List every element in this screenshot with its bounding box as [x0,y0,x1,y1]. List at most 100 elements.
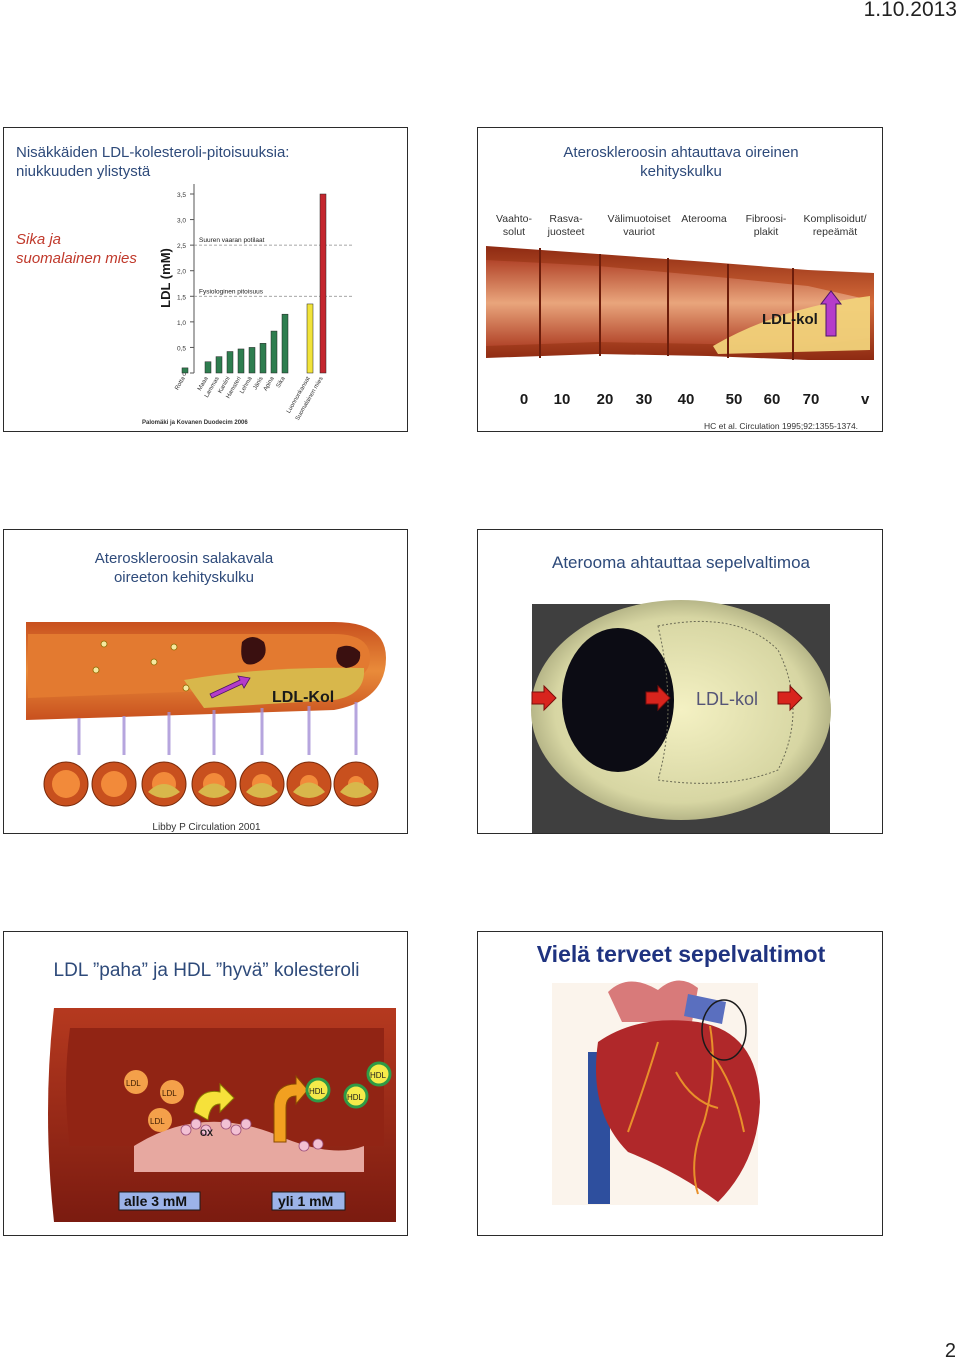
y-tick-label: 3,5 [177,192,186,199]
stage-label: Aterooma [672,213,736,226]
hdl-particles: HDL HDL HDL [305,1061,392,1109]
category-label: Apina [263,375,276,392]
stage-label-line1: Rasva- [549,213,583,225]
y-axis-ticks: 00,51,01,52,02,53,03,5 [177,192,194,378]
orange-arrow-icon [273,1074,309,1143]
bar [306,303,314,374]
stage-label-line2: repeämät [812,225,858,238]
y-tick-label: 1,0 [177,320,186,327]
coronary-cross-section-photo: LDL-kol [531,600,831,833]
slide3-source: Libby P Circulation 2001 [152,822,261,833]
y-tick-label: 0,5 [177,345,186,352]
y-tick-label: 1,5 [177,294,186,301]
stage-label-line1: Komplisoidut/ [803,213,867,225]
ldl-tag-3: LDL [150,1117,165,1126]
slide3-title-line1: Ateroskleroosin salakavala [94,550,274,567]
cross-section-plaque [198,783,230,798]
stage-label: Fibroosi-plakit [734,213,798,238]
slide3-title: Ateroskleroosin salakavala oireeton kehi… [4,550,364,588]
age-label: 50 [726,391,743,408]
plaque-outline [657,621,794,784]
stage-label-line2: plakit [753,225,779,238]
right-value-box [271,1191,346,1211]
ldl-arrow-icon [209,675,251,699]
bar [181,367,189,374]
slide2-title: Ateroskleroosin ahtauttava oireinen kehi… [478,144,882,182]
cross-section-plaque [148,784,180,798]
y-axis-label: LDL (mM) [158,248,173,308]
cross-section-plaque [293,782,325,798]
bar [226,351,234,374]
ldl-particles: LDL LDL LDL [124,1070,184,1132]
slide2-source: HC et al. Circulation 1995;92:1355-1374. [704,421,859,431]
left-value-box [118,1191,201,1211]
ldl-tag-2: LDL [162,1089,177,1098]
middle-arrow-icon [645,684,671,712]
age-label: 10 [554,391,571,408]
cross-sections [43,761,379,807]
cross-section-plaque [340,782,372,798]
slide1-subtitle: Sika ja suomalainen mies [16,231,137,269]
bar [270,330,278,374]
bar [259,343,267,374]
highlight-circle [701,999,747,1061]
ldl-label: LDL-kol [696,689,758,709]
stage-label-line2: vauriot [623,225,655,238]
age-label: 30 [636,391,653,408]
yellow-arrow-icon [193,1082,235,1121]
cross-section-lumen [52,770,80,798]
bars [181,193,327,374]
cross-section-plaque [246,783,278,798]
aorta [608,980,698,1022]
stage-label: Komplisoidut/repeämät [790,213,880,238]
slide1-title-line1: Nisäkkäiden LDL-kolesteroli-pitoisuuksia… [16,144,290,161]
page-number: 2 [944,1340,956,1362]
necrotic-core-1 [241,637,266,665]
slide-atheroma-narrows: Aterooma ahtauttaa sepelvaltimoa LDL-kol [477,529,883,834]
slide-symptomatic-progression: Ateroskleroosin ahtauttava oireinen kehi… [477,127,883,432]
bar [319,193,327,374]
slide2-title-line2: kehityskulku [640,162,722,180]
hdl-tag-2: HDL [347,1093,364,1102]
slide-ldl-mammals: Nisäkkäiden LDL-kolesteroli-pitoisuuksia… [3,127,408,432]
stage-label: Rasva-juosteet [538,213,594,238]
cross-section-lumen [101,771,127,797]
heart-illustration [552,980,760,1205]
silent-progression-illustration: LDL-Kol [26,622,386,807]
plaque-lesion [134,1121,364,1172]
y-tick-label: 2,0 [177,269,186,276]
monocyte-dots [92,640,190,692]
y-tick-label: 2,5 [177,243,186,250]
segment-dividers [539,248,794,360]
ldl-arrow-icon [819,290,843,337]
slide6-title: Vielä terveet sepelvaltimot [536,941,826,967]
stage-label-line1: Fibroosi- [745,213,787,225]
slide1-subtitle-line1: Sika ja [16,231,62,248]
y-tick-label: 0 [182,371,186,378]
reference-line-label: Fysiologinen pitoisuus [199,288,264,295]
slide4-title: Aterooma ahtauttaa sepelvaltimoa [552,553,810,572]
left-value-text: alle 3 mM [124,1193,187,1209]
slide3-title-line2: oireeton kehityskulku [113,568,255,586]
slide2-title-line1: Ateroskleroosin ahtauttava oireinen [563,144,799,161]
ox-tag: OX [200,1128,213,1138]
ldl-bar-chart: LDL (mM) 00,51,01,52,02,53,03,5 Suuren v… [142,184,354,426]
bar [248,347,256,374]
slide1-source: Palomäki ja Kovanen Duodecim 2006 [142,420,248,426]
slide-healthy-coronaries: Vielä terveet sepelvaltimot [477,931,883,1236]
vessel-lumen [562,628,674,772]
left-arrow-icon [531,684,557,712]
hdl-tag-3: HDL [370,1071,387,1080]
stage-label-line2: solut [502,225,526,238]
stage-label-line1: Välimuotoiset [607,213,671,225]
long-plaque [184,667,365,708]
ldl-label: LDL-Kol [272,689,334,706]
connector-lines [77,702,358,755]
age-unit: v [861,391,870,408]
category-label: Sika [276,375,287,389]
slide5-title: LDL ”paha” ja HDL ”hyvä” kolesteroli [53,960,360,981]
